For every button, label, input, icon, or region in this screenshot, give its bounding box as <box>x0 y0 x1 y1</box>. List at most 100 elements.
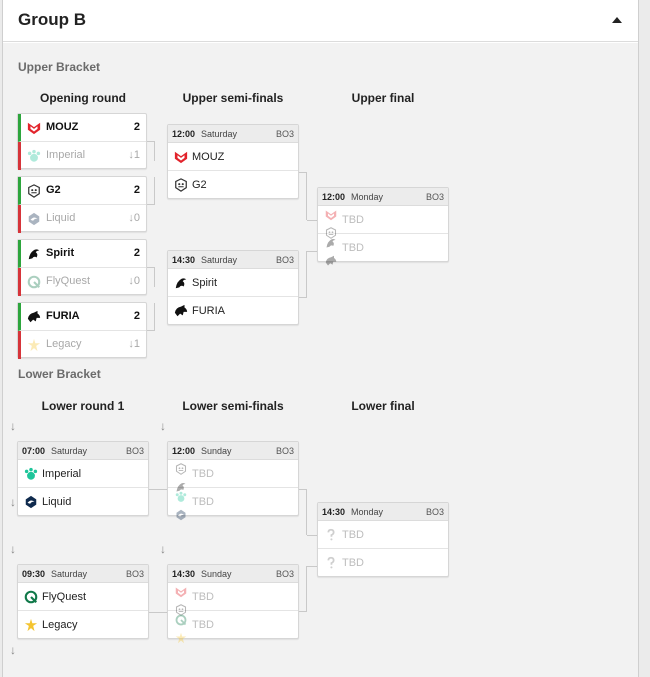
team-name: G2 <box>46 184 61 196</box>
team-row[interactable]: MOUZ <box>168 143 298 171</box>
match-card[interactable]: G2 2 Liquid ↓0 <box>17 176 147 233</box>
team-name: Imperial <box>42 468 82 480</box>
match-day: Monday <box>351 507 384 517</box>
match-format: BO3 <box>275 446 294 456</box>
team-name: TBD <box>342 529 364 541</box>
legacy-logo-icon <box>24 618 38 632</box>
match-day: Saturday <box>51 569 88 579</box>
match-header: 14:30 Saturday BO3 <box>168 251 298 269</box>
down-arrow-icon: ↓ <box>10 419 16 433</box>
round-title-upper-final: Upper final <box>351 91 415 105</box>
match-time: 14:30 <box>172 569 196 579</box>
match-card[interactable]: MOUZ 2 Imperial ↓1 <box>17 113 147 170</box>
team-row[interactable]: Imperial <box>18 460 148 488</box>
team-row[interactable]: Imperial ↓1 <box>18 142 146 170</box>
spirit-logo-icon <box>324 236 338 260</box>
bracket-connector <box>299 251 307 298</box>
team-row[interactable]: TBD <box>168 611 298 639</box>
team-name: Liquid <box>46 212 76 224</box>
round-title-lower-final: Lower final <box>351 399 415 413</box>
down-arrow-icon: ↓ <box>160 542 166 556</box>
match-card[interactable]: 14:30 Monday BO3 TBD TBD <box>317 502 449 577</box>
bracket-connector <box>147 141 155 161</box>
team-name: TBD <box>192 496 214 508</box>
bracket-connector <box>299 566 307 612</box>
team-row[interactable]: TBD <box>318 549 448 577</box>
match-day: Sunday <box>201 569 232 579</box>
team-name: Legacy <box>42 619 78 631</box>
match-card[interactable]: Spirit 2 FlyQuest ↓0 <box>17 239 147 296</box>
upper-bracket-title: Upper Bracket <box>18 60 101 74</box>
imperial-logo-icon <box>174 490 188 514</box>
bracket-connector <box>147 267 155 287</box>
match-card[interactable]: 12:00 Monday BO3 TBD TBD <box>317 187 449 262</box>
team-score: 2 <box>133 247 140 259</box>
match-card[interactable]: 14:30 Saturday BO3 Spirit FURIA <box>167 250 299 325</box>
team-row[interactable]: TBD <box>318 521 448 549</box>
team-name: FlyQuest <box>42 591 87 603</box>
team-row[interactable]: Spirit <box>168 269 298 297</box>
team-name: MOUZ <box>46 121 79 133</box>
legacy-logo-icon <box>27 338 41 352</box>
team-row[interactable]: G2 <box>168 171 298 199</box>
team-row[interactable]: TBD <box>168 583 298 611</box>
lower-bracket-title: Lower Bracket <box>18 367 101 381</box>
down-arrow-icon: ↓ <box>10 542 16 556</box>
bracket-connector <box>299 172 307 220</box>
flyquest-logo-icon <box>24 590 38 604</box>
match-card[interactable]: 12:00 Saturday BO3 MOUZ G2 <box>167 124 299 199</box>
match-card[interactable]: 07:00 Saturday BO3 Imperial Liquid <box>17 441 149 516</box>
team-row[interactable]: TBD <box>318 206 448 234</box>
match-time: 14:30 <box>322 507 346 517</box>
team-row[interactable]: TBD <box>318 234 448 262</box>
team-row[interactable]: MOUZ 2 <box>18 114 146 142</box>
team-row[interactable]: Liquid <box>18 488 148 516</box>
team-score: ↓0 <box>128 275 140 287</box>
match-day: Monday <box>351 192 384 202</box>
match-day: Saturday <box>201 255 238 265</box>
collapse-caret-icon[interactable] <box>610 14 624 28</box>
team-row[interactable]: G2 2 <box>18 177 146 205</box>
team-row[interactable]: Legacy <box>18 611 148 639</box>
team-score: 2 <box>133 121 140 133</box>
match-header: 12:00 Saturday BO3 <box>168 125 298 143</box>
down-arrow-icon: ↓ <box>10 495 16 509</box>
team-row[interactable]: FlyQuest ↓0 <box>18 268 146 296</box>
match-card[interactable]: 09:30 Saturday BO3 FlyQuest Legacy <box>17 564 149 639</box>
imperial-logo-icon <box>24 467 38 481</box>
furia-logo-icon <box>174 304 188 318</box>
mouz-logo-icon <box>174 150 188 164</box>
team-row[interactable]: TBD <box>168 460 298 488</box>
furia-logo-icon <box>27 310 41 324</box>
team-score: ↓1 <box>128 149 140 161</box>
team-score: ↓0 <box>128 212 140 224</box>
match-card[interactable]: FURIA 2 Legacy ↓1 <box>17 302 147 359</box>
team-name: TBD <box>342 214 364 226</box>
team-row[interactable]: FlyQuest <box>18 583 148 611</box>
team-name: Legacy <box>46 338 82 350</box>
group-header[interactable]: Group B <box>3 0 638 42</box>
match-header: 14:30 Monday BO3 <box>318 503 448 521</box>
team-score: 2 <box>133 310 140 322</box>
match-day: Sunday <box>201 446 232 456</box>
team-row[interactable]: Spirit 2 <box>18 240 146 268</box>
flyquest-logo-icon <box>174 613 188 637</box>
team-name: FlyQuest <box>46 275 91 287</box>
team-row[interactable]: TBD <box>168 488 298 516</box>
match-time: 07:00 <box>22 446 46 456</box>
team-row[interactable]: FURIA <box>168 297 298 325</box>
match-header: 12:00 Monday BO3 <box>318 188 448 206</box>
match-format: BO3 <box>275 129 294 139</box>
spirit-logo-icon <box>174 276 188 290</box>
match-card[interactable]: 12:00 Sunday BO3 TBD TBD <box>167 441 299 516</box>
team-row[interactable]: FURIA 2 <box>18 303 146 331</box>
spirit-logo-icon <box>27 247 41 261</box>
team-name: Imperial <box>46 149 86 161</box>
team-row[interactable]: Liquid ↓0 <box>18 205 146 233</box>
team-row[interactable]: Legacy ↓1 <box>18 331 146 359</box>
g2-logo-icon <box>27 184 41 198</box>
team-name: Liquid <box>42 496 72 508</box>
match-card[interactable]: 14:30 Sunday BO3 TBD TBD <box>167 564 299 639</box>
team-name: TBD <box>192 619 214 631</box>
